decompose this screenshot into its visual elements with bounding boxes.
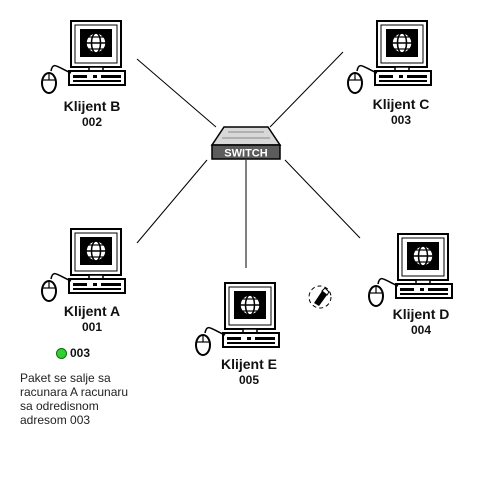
packet-address: 003 — [70, 346, 91, 360]
switch: SWITCH — [210, 126, 282, 160]
packet-dot — [56, 347, 67, 359]
client-e-label: Klijent E 005 — [221, 357, 277, 386]
link-switch-client-b — [136, 58, 217, 128]
packet-indicator: 003 — [56, 346, 90, 360]
client-address: 004 — [410, 323, 432, 337]
connections — [136, 51, 361, 268]
client-name: Klijent A — [63, 303, 121, 319]
computer-icon — [347, 20, 432, 94]
link-switch-client-c — [269, 51, 344, 128]
busy-cursor-icon — [308, 285, 332, 309]
computer-icon — [368, 233, 453, 307]
client-name: Klijent E — [220, 356, 278, 372]
link-switch-client-d — [284, 159, 361, 239]
client-address: 005 — [238, 373, 260, 387]
computer-icon — [41, 20, 126, 94]
note-line: racunara A racunaru — [20, 385, 129, 399]
client-a-label: Klijent A 001 — [64, 304, 120, 333]
note-line: sa odredisnom — [20, 399, 99, 413]
link-switch-client-a — [136, 159, 208, 244]
note-line: adresom 003 — [20, 413, 91, 427]
computer-icon — [195, 282, 280, 356]
switch-top-face — [210, 126, 282, 146]
client-c-label: Klijent C 003 — [373, 97, 430, 126]
client-name: Klijent B — [63, 98, 121, 114]
packet-description: Paket se salje sa racunara A racunaru sa… — [20, 371, 150, 427]
computer-icon — [41, 228, 126, 302]
client-b-label: Klijent B 002 — [64, 99, 121, 128]
client-address: 001 — [81, 320, 103, 334]
switch-front-face — [211, 144, 281, 160]
client-address: 002 — [81, 115, 103, 129]
client-d-label: Klijent D 004 — [393, 307, 450, 336]
note-line: Paket se salje sa — [20, 371, 111, 385]
switch-label: SWITCH — [224, 148, 267, 160]
client-address: 003 — [390, 113, 412, 127]
client-name: Klijent D — [392, 306, 450, 322]
client-name: Klijent C — [372, 96, 430, 112]
